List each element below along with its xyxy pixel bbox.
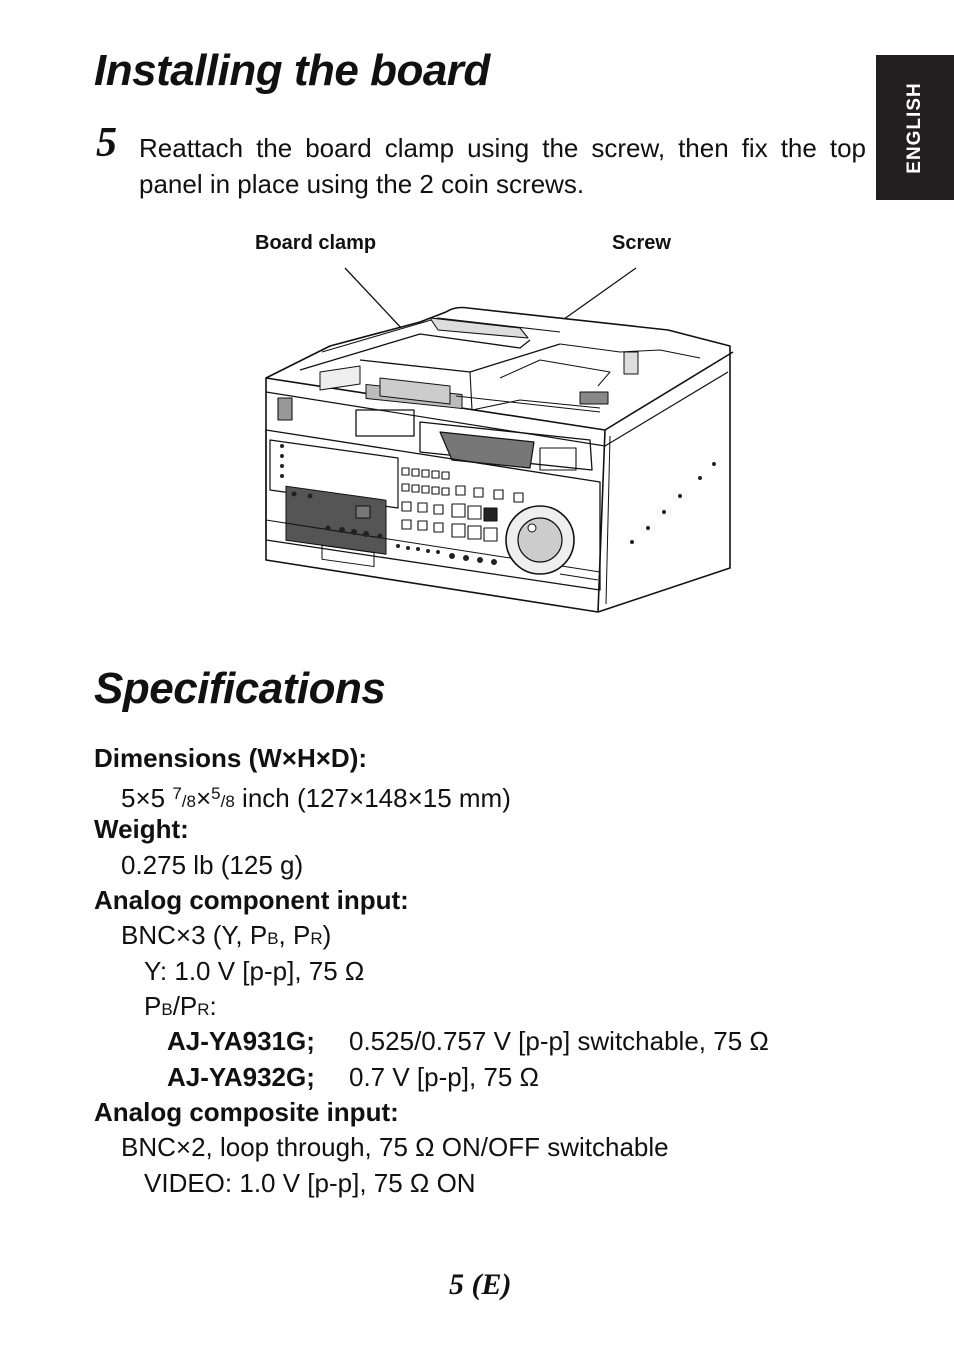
callout-screw: Screw: [612, 232, 671, 254]
language-tab-label: ENGLISH: [904, 81, 925, 174]
device-illustration: [265, 267, 734, 613]
spec-value-composite-video: VIDEO: 1.0 V [p-p], 75 Ω ON: [144, 1168, 476, 1198]
spec-label-analog-composite: Analog composite input:: [94, 1097, 399, 1127]
spec-value-dimensions: 5×5 7/8×5/8 inch (127×148×15 mm): [121, 783, 511, 813]
model-name: AJ-YA932G;: [167, 1062, 315, 1092]
spec-value-component-bnc: BNC×3 (Y, PB, PR): [121, 920, 332, 950]
language-tab: ENGLISH: [876, 55, 954, 200]
section-title-specifications: Specifications: [94, 664, 386, 713]
model-name: AJ-YA931G;: [167, 1026, 315, 1056]
page-number: 5 (E): [449, 1268, 512, 1301]
step-number: 5: [96, 120, 117, 166]
model-spec: 0.525/0.757 V [p-p] switchable, 75 Ω: [349, 1026, 769, 1056]
model-spec: 0.7 V [p-p], 75 Ω: [349, 1062, 539, 1092]
spec-label-analog-component: Analog component input:: [94, 885, 409, 915]
spec-value-component-pbpr: PB/PR:: [144, 991, 217, 1021]
section-title-installing: Installing the board: [94, 46, 490, 95]
step-instruction: Reattach the board clamp using the screw…: [139, 133, 866, 199]
spec-value-component-y: Y: 1.0 V [p-p], 75 Ω: [144, 956, 365, 986]
spec-value-weight: 0.275 lb (125 g): [121, 850, 304, 880]
spec-label-dimensions: Dimensions (W×H×D):: [94, 743, 368, 773]
spec-value-composite-bnc: BNC×2, loop through, 75 Ω ON/OFF switcha…: [121, 1132, 669, 1162]
spec-label-weight: Weight:: [94, 814, 189, 844]
spec-model-row: AJ-YA931G; 0.525/0.757 V [p-p] switchable…: [167, 1024, 769, 1058]
spec-model-row: AJ-YA932G; 0.7 V [p-p], 75 Ω: [167, 1060, 539, 1094]
callout-board-clamp: Board clamp: [255, 232, 377, 254]
